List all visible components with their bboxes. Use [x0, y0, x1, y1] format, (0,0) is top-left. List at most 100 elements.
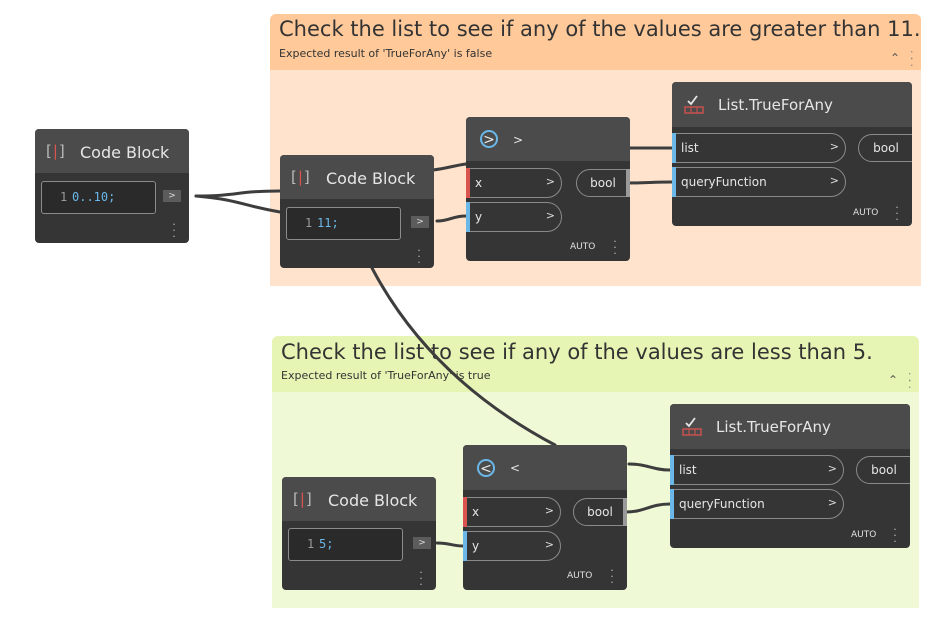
node-header[interactable]: > > [466, 117, 630, 161]
port-label: y [472, 539, 480, 553]
chevron-right-icon: > [827, 462, 837, 475]
code-text: 5; [319, 537, 334, 551]
list-true-for-any-node[interactable]: List.TrueForAny list > queryFunction > b… [670, 404, 910, 548]
port-label: bool [871, 463, 897, 477]
chevron-right-icon: > [545, 209, 555, 222]
resize-grip-icon[interactable]: ⁚⁚ [910, 49, 914, 69]
port-indicator [466, 202, 470, 232]
lacing-label[interactable]: AUTO [851, 530, 877, 540]
output-port-bool[interactable]: bool [856, 456, 910, 484]
code-editor[interactable]: 1 0..10; [41, 181, 156, 214]
group-description: Expected result of 'TrueForAny' is true [281, 369, 491, 382]
input-port-x[interactable]: x > [466, 168, 562, 198]
vertical-dots-icon[interactable]: ··· [895, 201, 899, 226]
wire [627, 462, 672, 472]
input-port-queryFunction[interactable]: queryFunction > [672, 167, 846, 197]
wire [435, 541, 466, 548]
port-label: list [679, 463, 697, 477]
output-port-bool[interactable]: bool [576, 169, 630, 197]
wire [624, 502, 672, 514]
port-indicator [466, 168, 470, 198]
port-indicator [626, 169, 630, 197]
code-block-node[interactable]: [|] Code Block 1 11; > ··· [280, 155, 434, 268]
code-text: 11; [317, 216, 339, 230]
port-indicator [463, 497, 467, 527]
node-header[interactable]: List.TrueForAny [670, 404, 910, 449]
output-port[interactable]: > [413, 537, 431, 549]
chevron-up-icon[interactable]: ⌃ [888, 373, 899, 387]
node-header[interactable]: [|] Code Block [282, 477, 436, 521]
port-indicator [670, 489, 674, 519]
wire [370, 266, 557, 447]
vertical-dots-icon[interactable]: ··· [417, 244, 421, 268]
input-port-queryFunction[interactable]: queryFunction > [670, 489, 844, 519]
vertical-dots-icon[interactable]: ··· [610, 564, 614, 589]
chevron-right-icon: > [544, 538, 554, 551]
input-port-list[interactable]: list > [672, 133, 846, 163]
node-title: List.TrueForAny [718, 96, 833, 114]
chevron-up-icon[interactable]: ⌃ [890, 51, 901, 65]
group-title: Check the list to see if any of the valu… [281, 340, 873, 364]
wire [431, 162, 468, 172]
chevron-right-icon: > [827, 496, 837, 509]
group-title: Check the list to see if any of the valu… [279, 17, 921, 41]
group-description: Expected result of 'TrueForAny' is false [279, 47, 493, 60]
lacing-label[interactable]: AUTO [853, 208, 879, 218]
port-indicator [623, 498, 627, 526]
code-editor[interactable]: 1 11; [286, 207, 401, 240]
port-label: y [475, 210, 483, 224]
wire [194, 194, 282, 214]
vertical-dots-icon[interactable]: ··· [893, 523, 897, 548]
output-port[interactable]: > [163, 190, 181, 202]
wire [627, 180, 674, 185]
group-header[interactable]: Check the list to see if any of the valu… [272, 336, 919, 392]
node-title: Code Block [328, 491, 418, 510]
node-header[interactable]: [|] Code Block [280, 155, 434, 199]
output-port-bool[interactable]: bool [573, 498, 627, 526]
port-indicator [672, 133, 676, 163]
lacing-label[interactable]: AUTO [570, 242, 596, 252]
input-port-list[interactable]: list > [670, 455, 844, 485]
lacing-label[interactable]: AUTO [567, 571, 593, 581]
input-port-y[interactable]: y > [466, 202, 562, 232]
node-title: < [510, 461, 521, 475]
code-editor[interactable]: 1 5; [288, 528, 403, 561]
port-label: list [681, 141, 699, 155]
port-label: bool [873, 141, 899, 155]
code-block-node[interactable]: [|] Code Block 1 5; > ··· [282, 477, 436, 590]
input-port-y[interactable]: y > [463, 531, 561, 561]
port-label: queryFunction [679, 497, 765, 511]
port-indicator [463, 531, 467, 561]
node-title: > [513, 133, 524, 147]
vertical-dots-icon[interactable]: ··· [172, 218, 176, 243]
less-than-node[interactable]: < < x > y > bool AUTO ··· [463, 445, 627, 590]
code-block-node[interactable]: [|] Code Block 1 0..10; > ··· [35, 129, 189, 243]
code-block-icon: [|] [293, 490, 313, 508]
code-block-icon: [|] [291, 168, 311, 186]
code-text: 0..10; [72, 190, 116, 204]
chevron-right-icon: > [545, 175, 555, 188]
resize-grip-icon[interactable]: ⁚⁚ [908, 371, 912, 391]
output-port-bool[interactable]: bool [858, 134, 912, 162]
node-header[interactable]: List.TrueForAny [672, 82, 912, 127]
input-port-x[interactable]: x > [463, 497, 561, 527]
line-number: 1 [307, 537, 315, 551]
chevron-right-icon: > [829, 174, 839, 187]
output-port[interactable]: > [411, 216, 429, 228]
vertical-dots-icon[interactable]: ··· [613, 235, 617, 260]
group-header[interactable]: Check the list to see if any of the valu… [270, 14, 921, 70]
wire [435, 214, 468, 223]
less-than-icon: < [477, 459, 495, 477]
port-indicator [672, 167, 676, 197]
node-header[interactable]: < < [463, 445, 627, 490]
list-true-for-any-node[interactable]: List.TrueForAny list > queryFunction > b… [672, 82, 912, 226]
chevron-right-icon: > [544, 504, 554, 517]
port-label: x [472, 505, 480, 519]
greater-than-node[interactable]: > > x > y > bool AUTO ··· [466, 117, 630, 261]
list-check-icon [684, 95, 704, 114]
vertical-dots-icon[interactable]: ··· [419, 566, 423, 590]
node-header[interactable]: [|] Code Block [35, 129, 189, 173]
port-label: bool [587, 505, 613, 519]
node-title: Code Block [80, 143, 170, 162]
